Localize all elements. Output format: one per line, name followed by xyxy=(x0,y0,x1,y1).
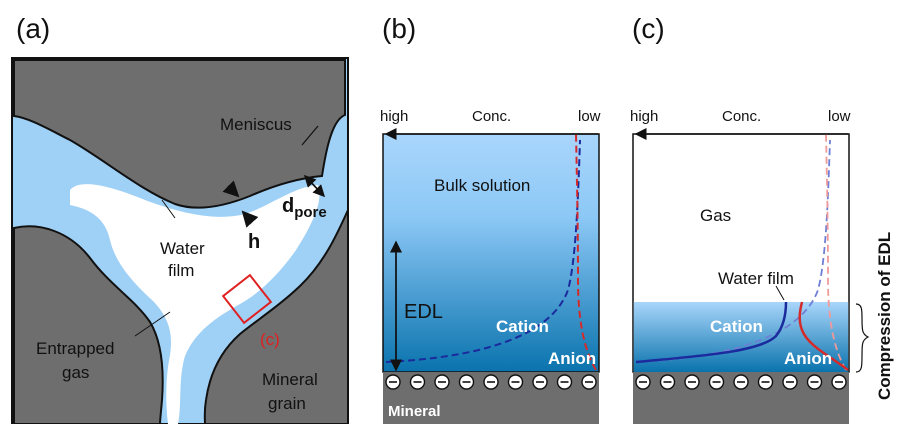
panel-c-letter: (c) xyxy=(632,13,665,44)
mineral-grain-label-line2: grain xyxy=(268,394,306,413)
anion-profile-b xyxy=(575,133,597,371)
compression-brace xyxy=(855,303,870,373)
entrapped-gas-label-line1: Entrapped xyxy=(36,339,114,358)
entrapped-gas-label-line2: gas xyxy=(62,363,89,382)
mineral-grain-top xyxy=(13,59,346,209)
water-film-label-line1: Water xyxy=(160,239,205,258)
water-film-label-c: Water film xyxy=(718,269,794,288)
h-label: h xyxy=(248,231,260,253)
h-arrow-bottom xyxy=(241,210,259,228)
anion-label-b: Anion xyxy=(548,349,596,368)
entrapped-gas-body xyxy=(70,184,320,424)
anion-reference-c xyxy=(825,133,847,371)
inset-c-label: (c) xyxy=(260,330,280,349)
axis-c-high: high xyxy=(630,108,658,125)
inset-box-c xyxy=(221,273,273,325)
mineral-grain-right xyxy=(203,209,349,424)
mineral-grain-label-line1: Mineral xyxy=(262,370,318,389)
water-film-leader-c xyxy=(775,285,785,301)
panel-b-letter: (b) xyxy=(382,13,416,44)
h-arrow-top xyxy=(222,180,240,198)
meniscus-label: Meniscus xyxy=(220,115,292,134)
axis-b-title: Conc. xyxy=(472,108,511,125)
gas-label-c: Gas xyxy=(700,206,731,225)
mineral-grain-left xyxy=(13,225,164,424)
panel-a-pore-diagram xyxy=(11,57,349,424)
axis-c-low: low xyxy=(828,108,851,125)
dpore-label: dpore xyxy=(282,195,327,221)
axis-b-high: high xyxy=(380,108,408,125)
anion-label-c: Anion xyxy=(784,349,832,368)
cation-profile-b xyxy=(385,139,581,363)
compression-of-edl-label: Compression of EDL xyxy=(875,232,894,400)
entrapped-gas-leader xyxy=(134,311,171,337)
dpore-arrow-back xyxy=(303,174,325,197)
cation-profile-c xyxy=(635,301,788,364)
axis-c-title: Conc. xyxy=(722,108,761,125)
anion-profile-c xyxy=(798,301,849,371)
water-film-leader xyxy=(161,199,176,219)
cation-label-b: Cation xyxy=(496,317,549,336)
cation-label-c: Cation xyxy=(710,317,763,336)
panel-b-solution xyxy=(382,133,600,373)
panel-a-letter: (a) xyxy=(16,13,50,44)
mineral-label-b: Mineral xyxy=(388,403,441,420)
water-film-label-line2: film xyxy=(168,261,194,280)
edl-label: EDL xyxy=(404,301,443,323)
bulk-solution-label: Bulk solution xyxy=(434,176,530,195)
panel-b-surface-charges xyxy=(385,374,597,390)
axis-b-low: low xyxy=(578,108,601,125)
meniscus-leader xyxy=(301,125,319,146)
panel-c-surface-charges xyxy=(635,374,847,390)
